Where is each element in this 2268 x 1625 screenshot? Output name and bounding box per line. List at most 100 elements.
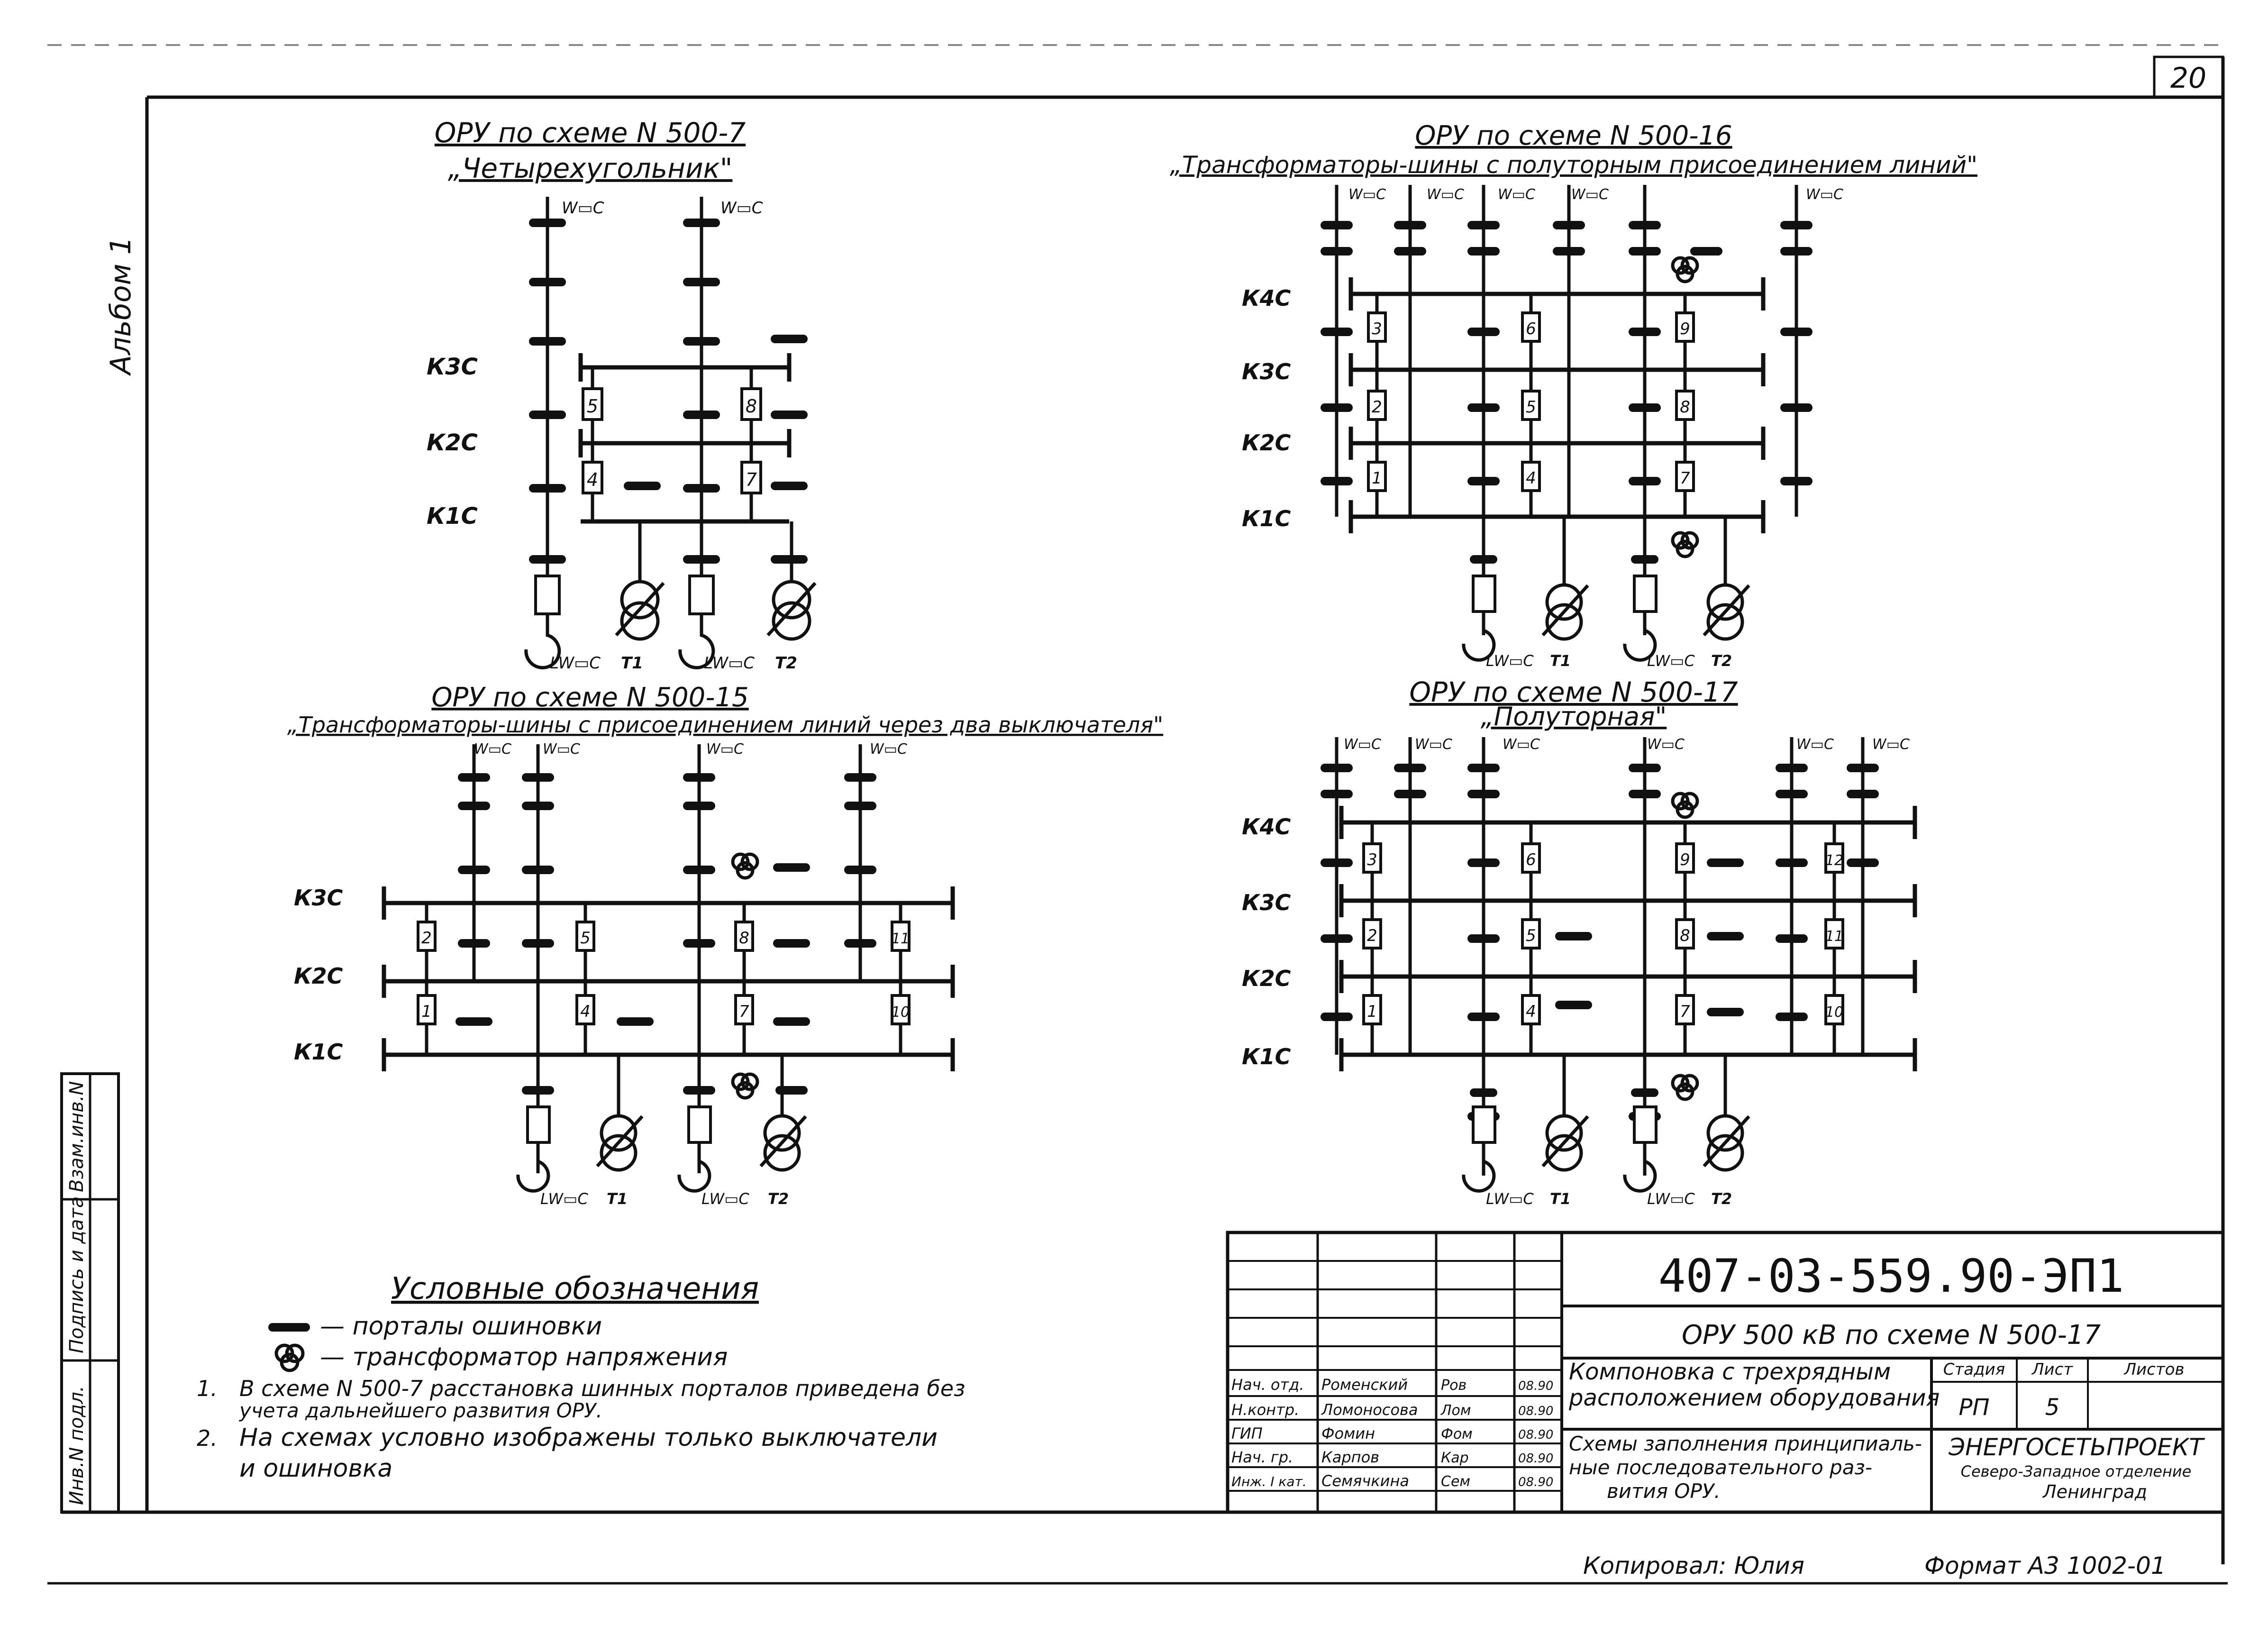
breaker: [575, 921, 595, 952]
person-name: Карпов: [1321, 1448, 1379, 1466]
line-label: W▭C: [1427, 186, 1464, 203]
reactor: [687, 1105, 712, 1144]
breaker-number: 5: [580, 929, 591, 948]
signature: Сем: [1441, 1473, 1470, 1490]
line-label: W▭C: [562, 199, 604, 218]
breaker: [734, 921, 754, 952]
breaker-number: 8: [739, 929, 749, 948]
line-label: W▭C: [1415, 736, 1452, 753]
bottom-label: LW▭C: [704, 654, 755, 673]
line-label: W▭C: [720, 199, 763, 218]
breaker-number: 3: [1372, 320, 1382, 338]
row-label: К4С: [1242, 285, 1291, 311]
person-name: Роменский: [1321, 1376, 1408, 1394]
breaker: [582, 387, 603, 421]
line-trap-icon: [516, 1142, 550, 1193]
legend: Условные обозначения — порталы ошиновки …: [197, 1271, 965, 1483]
breaker-number: 6: [1526, 320, 1536, 338]
object-name: ОРУ 500 кВ по схеме N 500-17: [1682, 1320, 2101, 1351]
format-label: Формат А3 1002-01: [1924, 1552, 2166, 1579]
breaker-number: 2: [421, 929, 432, 948]
diagram-title: ОРУ по схеме N 500-17: [1409, 676, 1738, 708]
portals: [455, 773, 876, 1095]
replace-inv-label: Взам.инв.N: [66, 1081, 88, 1192]
person-name: Семячкина: [1321, 1472, 1409, 1490]
signature: Ров: [1441, 1377, 1466, 1394]
portals: [1321, 221, 1813, 564]
breaker-number: 8: [1680, 398, 1690, 417]
diagram-500-7: ОРУ по схеме N 500-7 „Четырехугольник" W…: [427, 117, 817, 673]
breaker-number: 7: [746, 469, 757, 490]
breaker-number: 2: [1367, 926, 1377, 945]
bottom-label: LW▭C: [1647, 652, 1695, 670]
sign-date: 08.90: [1518, 1475, 1553, 1489]
breaker-number: 7: [1680, 1002, 1690, 1021]
bottom-label: Т1: [607, 1190, 628, 1208]
sheet-value: 5: [2045, 1394, 2060, 1421]
breaker: [1521, 918, 1541, 949]
breaker: [417, 921, 437, 952]
sign-date: 08.90: [1518, 1404, 1553, 1418]
line-label: W▭C: [1872, 736, 1910, 753]
breaker: [1521, 390, 1541, 421]
line-trap-icon: [1623, 1142, 1657, 1193]
bottom-label: Т1: [1550, 1190, 1571, 1208]
sheet-header: Лист: [2031, 1360, 2073, 1379]
voltage-transformer-icon: [274, 1343, 305, 1372]
breaker-number: 1: [1367, 1002, 1377, 1021]
drawing-title: ные последовательного раз-: [1569, 1456, 1872, 1479]
sheets-header: Листов: [2123, 1360, 2184, 1379]
breaker: [1675, 461, 1695, 492]
sheet-number-box: [2153, 55, 2224, 99]
role: Н.контр.: [1231, 1401, 1299, 1419]
breaker-number: 1: [1372, 469, 1382, 488]
person-name: Фомин: [1321, 1424, 1375, 1442]
diagram-title: ОРУ по схеме N 500-16: [1415, 120, 1732, 151]
breaker: [1824, 918, 1844, 949]
diagram-title: ОРУ по схеме N 500-7: [435, 117, 746, 149]
drawing-title: Схемы заполнения принципиаль-: [1569, 1432, 1922, 1455]
voltage-transformer-icon: [1671, 792, 1699, 819]
breaker-number: 2: [1372, 398, 1382, 417]
signature-row: Нач. гр. Карпов Кар 08.90: [1231, 1448, 1553, 1466]
breaker-number: 4: [1526, 1002, 1536, 1021]
breaker: [1675, 918, 1695, 949]
row-label: К2С: [1242, 966, 1291, 991]
voltage-transformer-icon: [731, 1072, 759, 1100]
row-label: К1С: [427, 503, 478, 529]
breaker: [1362, 918, 1382, 949]
breaker-number: 10: [1825, 1004, 1843, 1021]
signature: Кар: [1441, 1450, 1469, 1466]
legend-item-vt: — трансформатор напряжения: [320, 1343, 728, 1371]
transformer-icon: [1703, 583, 1750, 641]
row-label: К1С: [1242, 506, 1291, 531]
breaker: [891, 921, 911, 952]
breaker-number: 5: [587, 396, 598, 417]
breaker: [1675, 390, 1695, 421]
copied-by: Копировал: Юлия: [1583, 1552, 1804, 1579]
breaker-number: 6: [1526, 850, 1536, 869]
diagram-title: ОРУ по схеме N 500-15: [431, 682, 748, 713]
drawing-title: вития ОРУ.: [1607, 1479, 1721, 1503]
line-label: W▭C: [1806, 186, 1843, 203]
breaker: [1521, 311, 1541, 343]
breaker-number: 5: [1526, 398, 1536, 417]
bottom-label: Т2: [1711, 652, 1732, 670]
breaker-number: 3: [1367, 850, 1377, 869]
bottom-label: LW▭C: [1486, 1190, 1534, 1208]
transformer-icon: [615, 580, 665, 641]
line-label: W▭C: [1647, 736, 1685, 753]
voltage-transformer-icon: [731, 852, 759, 880]
reactor: [526, 1105, 551, 1144]
line-label: W▭C: [1503, 736, 1540, 753]
note-text: и ошиновка: [239, 1454, 392, 1483]
sign-date: 08.90: [1518, 1428, 1553, 1442]
breaker: [1362, 842, 1382, 874]
sign-date: 08.90: [1518, 1452, 1553, 1466]
breaker-number: 11: [1825, 928, 1843, 945]
row-label: К1С: [1242, 1044, 1291, 1069]
bottom-label: LW▭C: [1647, 1190, 1695, 1208]
company-branch: Северо-Западное отделение: [1961, 1462, 2192, 1480]
breaker: [1521, 994, 1541, 1025]
breaker-number: 8: [746, 396, 757, 417]
